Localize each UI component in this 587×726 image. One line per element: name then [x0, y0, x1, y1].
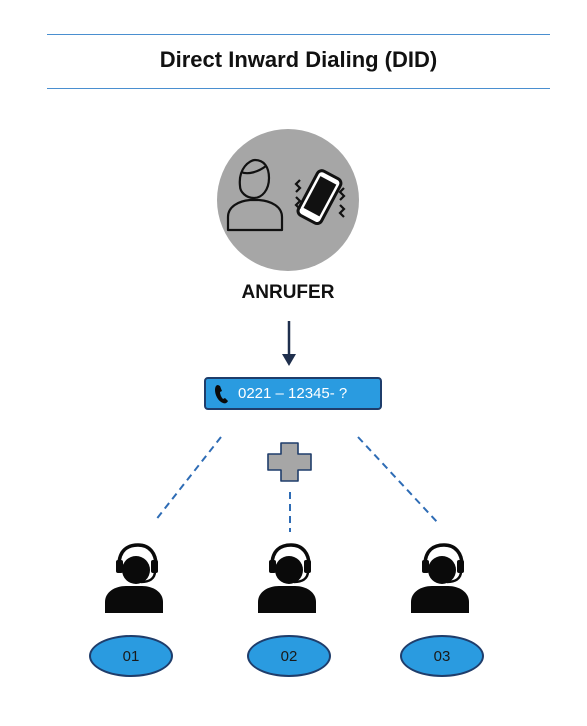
- caller-circle: [217, 129, 359, 271]
- handset-icon: [215, 384, 228, 403]
- ringing-phone-icon: [294, 169, 346, 226]
- dialed-number-box: 0221 – 12345- ?: [204, 377, 382, 410]
- extension-02: 02: [247, 635, 331, 677]
- extension-label: 02: [280, 647, 298, 665]
- extension-01: 01: [89, 635, 173, 677]
- extension-03: 03: [400, 635, 484, 677]
- headset-agent-icon: [105, 543, 163, 613]
- dialed-number: 0221 – 12345- ?: [238, 385, 348, 402]
- headset-agent-icon: [411, 543, 469, 613]
- top-rule: [47, 34, 550, 35]
- dashed-line-right: [357, 436, 439, 524]
- dashed-line-left: [154, 436, 222, 522]
- bottom-rule: [47, 88, 550, 89]
- extension-label: 01: [122, 647, 140, 665]
- down-arrow-icon: [282, 321, 296, 366]
- extension-label: 03: [433, 647, 451, 665]
- caller-label: ANRUFER: [241, 282, 335, 303]
- person-icon: [226, 158, 284, 232]
- page-title: Direct Inward Dialing (DID): [159, 47, 438, 72]
- plus-icon: [267, 442, 312, 482]
- headset-agent-icon: [258, 543, 316, 613]
